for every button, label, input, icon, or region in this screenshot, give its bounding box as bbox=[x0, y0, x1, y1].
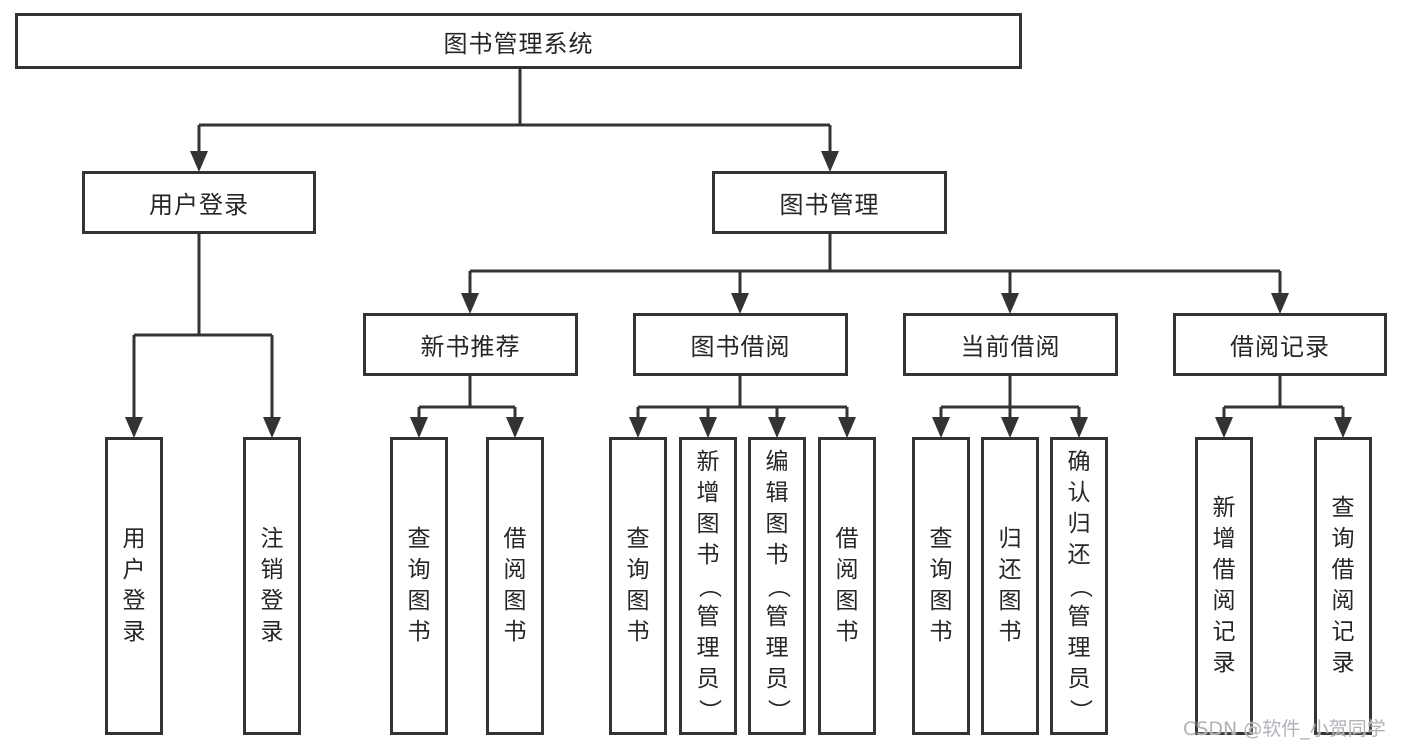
node-new-book-recommend: 新书推荐 bbox=[363, 313, 578, 376]
leaf-borrow-books-recommend: 借阅图书 bbox=[486, 437, 544, 735]
node-borrowing-records: 借阅记录 bbox=[1173, 313, 1387, 376]
leaf-add-books-admin: 新增图书（管理员） bbox=[679, 437, 737, 735]
leaf-label: 归还图书 bbox=[998, 526, 1022, 645]
node-library-management-system: 图书管理系统 bbox=[15, 13, 1022, 69]
leaf-logout: 注销登录 bbox=[243, 437, 301, 735]
node-label: 图书借阅 bbox=[690, 333, 791, 361]
node-current-borrowing: 当前借阅 bbox=[903, 313, 1118, 376]
node-book-borrowing: 图书借阅 bbox=[633, 313, 848, 376]
leaf-edit-books-admin: 编辑图书（管理员） bbox=[748, 437, 806, 735]
leaf-label: 借阅图书 bbox=[503, 526, 527, 645]
leaf-query-borrow-record: 查询借阅记录 bbox=[1314, 437, 1372, 735]
leaf-label: 查询借阅记录 bbox=[1331, 495, 1355, 676]
leaf-query-books-current: 查询图书 bbox=[912, 437, 970, 735]
leaf-label: 查询图书 bbox=[626, 526, 650, 645]
node-user-login: 用户登录 bbox=[82, 171, 316, 234]
leaf-label: 注销登录 bbox=[260, 526, 284, 645]
node-label: 图书管理 bbox=[779, 191, 880, 219]
leaf-label: 新增借阅记录 bbox=[1212, 495, 1236, 676]
leaf-label: 新增图书（管理员） bbox=[695, 448, 722, 722]
node-label: 借阅记录 bbox=[1230, 333, 1330, 361]
node-label: 图书管理系统 bbox=[443, 29, 594, 58]
leaf-label: 借阅图书 bbox=[835, 526, 859, 645]
node-label: 用户登录 bbox=[149, 191, 249, 219]
node-book-management: 图书管理 bbox=[712, 171, 947, 234]
leaf-query-books-recommend: 查询图书 bbox=[390, 437, 448, 735]
csdn-watermark: CSDN @软件_小贺同学 bbox=[1183, 718, 1386, 740]
leaf-label: 编辑图书（管理员） bbox=[764, 448, 791, 722]
node-label: 当前借阅 bbox=[960, 333, 1061, 361]
leaf-return-books: 归还图书 bbox=[981, 437, 1039, 735]
leaf-user-login: 用户登录 bbox=[105, 437, 163, 735]
leaf-label: 确认归还（管理员） bbox=[1066, 448, 1093, 722]
leaf-confirm-return-admin: 确认归还（管理员） bbox=[1050, 437, 1108, 735]
node-label: 新书推荐 bbox=[420, 333, 521, 361]
leaf-borrow-books: 借阅图书 bbox=[818, 437, 876, 735]
leaf-add-borrow-record: 新增借阅记录 bbox=[1195, 437, 1253, 735]
leaf-label: 用户登录 bbox=[122, 526, 146, 645]
leaf-label: 查询图书 bbox=[407, 526, 431, 645]
leaf-query-books-borrowing: 查询图书 bbox=[609, 437, 667, 735]
leaf-label: 查询图书 bbox=[929, 526, 953, 645]
